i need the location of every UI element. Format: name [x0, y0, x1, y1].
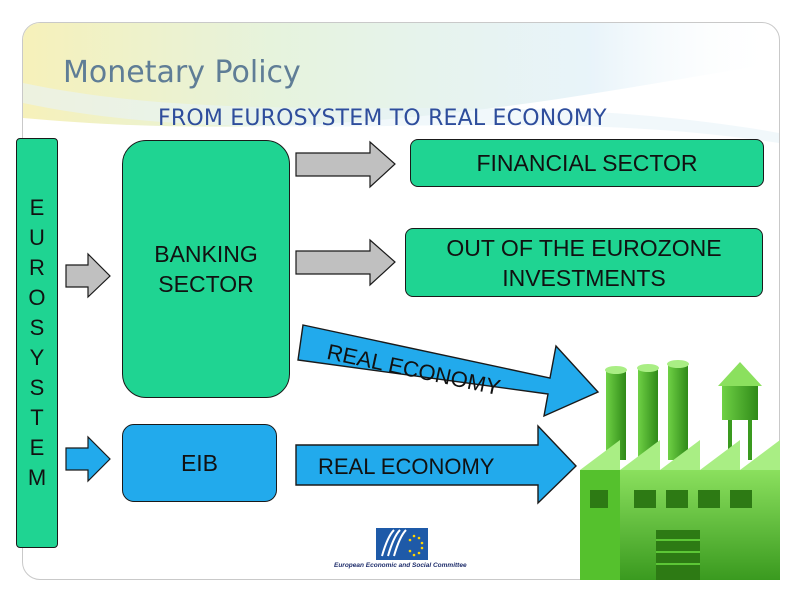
out-of-eurozone-label-line2: INVESTMENTS	[502, 264, 666, 291]
eurosystem-letter: M	[27, 465, 47, 490]
banking-sector-label-line1: BANKING	[154, 241, 258, 267]
slide-title: Monetary Policy	[63, 55, 301, 90]
eurosystem-letter: Y	[29, 345, 45, 370]
arrow-eurosystem-to-eib	[65, 435, 111, 483]
arrow-banking-to-outzone	[295, 238, 396, 287]
arrow-banking-to-financial	[295, 140, 396, 189]
banking-sector-box: BANKING SECTOR	[122, 140, 290, 398]
eesc-logo-caption: European Economic and Social Committee	[334, 562, 467, 569]
banking-sector-label-line2: SECTOR	[158, 271, 254, 297]
slide-subtitle: FROM EUROSYSTEM TO REAL ECONOMY	[158, 106, 607, 131]
eesc-logo-icon	[376, 528, 428, 560]
eurosystem-letter: S	[29, 315, 45, 340]
factory-icon	[580, 360, 780, 580]
eurosystem-letter: R	[29, 255, 45, 280]
financial-sector-label: FINANCIAL SECTOR	[476, 149, 698, 176]
real-economy-label: REAL ECONOMY	[318, 454, 495, 479]
out-of-eurozone-box: OUT OF THE EUROZONE INVESTMENTS	[405, 228, 763, 297]
arrow-eurosystem-to-banking	[65, 252, 111, 299]
eurosystem-letter: O	[28, 285, 46, 310]
slide-background	[23, 23, 779, 143]
eurosystem-letter: U	[29, 225, 45, 250]
eurosystem-letter: E	[29, 435, 45, 460]
eurosystem-box: E U R O S Y S T E M	[16, 138, 58, 548]
eib-label: EIB	[180, 449, 219, 476]
arrow-banking-to-real-economy	[297, 324, 600, 418]
eurosystem-letter: E	[29, 195, 45, 220]
eib-box: EIB	[122, 424, 277, 502]
eurosystem-letter: T	[30, 405, 44, 430]
eurosystem-letter: S	[29, 375, 45, 400]
financial-sector-box: FINANCIAL SECTOR	[410, 139, 764, 187]
arrow-eib-to-real-economy	[295, 424, 577, 505]
out-of-eurozone-label-line1: OUT OF THE EUROZONE	[446, 234, 722, 261]
